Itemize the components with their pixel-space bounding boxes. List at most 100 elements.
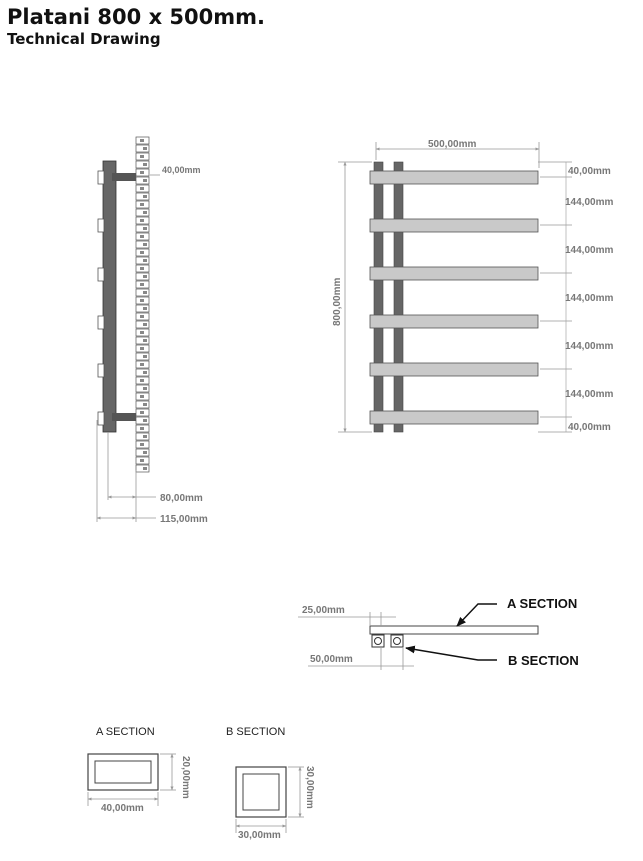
column-center-mark [374, 637, 382, 645]
wall-tile [135, 160, 150, 169]
spacing-label: 144,00mm [565, 245, 613, 256]
wall-tile-mark [140, 411, 144, 414]
wall-tile-mark [143, 307, 147, 310]
horizontal-bars [369, 170, 539, 425]
wall-tile-mark [140, 427, 144, 430]
spacing-label: 144,00mm [565, 389, 613, 400]
wall-tile-mark [140, 299, 144, 302]
section-a-inner [94, 760, 152, 784]
wall-tile [135, 384, 150, 393]
wall-tile-mark [140, 219, 144, 222]
wall-tile-mark [140, 283, 144, 286]
callout-b-section: B SECTION [508, 653, 579, 668]
wall-tile-mark [140, 459, 144, 462]
wall-tile-mark [143, 371, 147, 374]
wall-tile [135, 208, 150, 217]
bottom-connector [112, 413, 136, 421]
wall-tile [135, 464, 150, 473]
wall-tile-mark [143, 355, 147, 358]
callout-arrow-a [456, 603, 497, 627]
spacing-label: 144,00mm [565, 197, 613, 208]
page-title: Platani 800 x 500mm. [7, 5, 266, 29]
wall-tile-mark [140, 379, 144, 382]
wall-tile-mark [140, 347, 144, 350]
bar-end-bracket [97, 363, 105, 378]
wall-tile [135, 448, 150, 457]
wall-tile [135, 320, 150, 329]
spacing-label: 144,00mm [565, 293, 613, 304]
wall-tile-mark [143, 339, 147, 342]
width-label: 500,00mm [428, 139, 476, 150]
wall-tile-mark [143, 163, 147, 166]
column-center-mark [393, 637, 401, 645]
wall-tile-mark [140, 139, 144, 142]
wall-tile-mark [143, 243, 147, 246]
wall-tile-mark [140, 443, 144, 446]
section-b-width-label: 30,00mm [238, 830, 281, 841]
depth-inner-label: 80,00mm [160, 493, 203, 504]
depth-outer-label: 115,00mm [160, 514, 208, 525]
top-view-bar [369, 625, 539, 635]
wall-tile-mark [140, 155, 144, 158]
wall-tile-mark [140, 331, 144, 334]
horizontal-bar [369, 170, 539, 185]
section-a-height-label: 20,00mm [180, 756, 191, 799]
wall-tile-mark [140, 187, 144, 190]
wall-tile [135, 432, 150, 441]
side-column [102, 160, 117, 433]
wall-tile-mark [143, 259, 147, 262]
wall-tile-mark [143, 403, 147, 406]
section-a: A SECTION 40,00mm 20,00mm [87, 726, 191, 814]
wall-tile-mark [140, 267, 144, 270]
bar-end-bracket [97, 411, 105, 426]
wall-tile [135, 304, 150, 313]
wall-tile-column [135, 136, 150, 473]
bar-end-bracket [97, 315, 105, 330]
wall-tile-mark [143, 147, 147, 150]
side-view: 40,00mm 80,00mm 115,00mm [96, 136, 208, 525]
callout-arrow-b [405, 645, 497, 661]
page-subtitle: Technical Drawing [7, 30, 161, 48]
wall-tile-mark [140, 235, 144, 238]
wall-tile-mark [140, 203, 144, 206]
bar-end-bracket [97, 218, 105, 233]
top-view-dim-bottom: 50,00mm [310, 654, 353, 665]
wall-tile-mark [143, 291, 147, 294]
horizontal-bar [369, 410, 539, 425]
horizontal-bar [369, 314, 539, 329]
wall-tile-mark [140, 363, 144, 366]
spacing-ticks [538, 161, 572, 433]
wall-tile-mark [140, 171, 144, 174]
left-column [373, 161, 384, 433]
wall-tile-mark [143, 195, 147, 198]
wall-tile [135, 272, 150, 281]
wall-tile-mark [143, 451, 147, 454]
height-label: 800,00mm [332, 278, 343, 326]
section-b: B SECTION 30,00mm 30,00mm [226, 726, 315, 841]
horizontal-bar [369, 266, 539, 281]
bar-end-bracket [97, 267, 105, 282]
wall-tile-mark [143, 435, 147, 438]
section-b-height-label: 30,00mm [304, 766, 315, 809]
bar-end-bracket [97, 170, 105, 185]
section-a-title: A SECTION [96, 726, 155, 738]
wall-tile-mark [143, 387, 147, 390]
side-brackets [97, 170, 105, 426]
top-view-column-right [390, 634, 404, 648]
wall-tile-mark [143, 179, 147, 182]
front-view: 500,00mm 800,00mm 40,00mm 144,00mm 144,0… [332, 139, 613, 433]
bottom-offset-label: 40,00mm [568, 422, 611, 433]
section-b-title: B SECTION [226, 726, 285, 738]
wall-tile [135, 368, 150, 377]
top-view-column-left [371, 634, 385, 648]
wall-tile [135, 400, 150, 409]
wall-tile [135, 352, 150, 361]
top-connector [112, 173, 136, 181]
section-b-inner [242, 773, 280, 811]
wall-tile-mark [140, 315, 144, 318]
wall-tile [135, 336, 150, 345]
wall-tile [135, 224, 150, 233]
wall-tile-mark [143, 419, 147, 422]
wall-tile [135, 416, 150, 425]
top-view-dim-top: 25,00mm [302, 605, 345, 616]
